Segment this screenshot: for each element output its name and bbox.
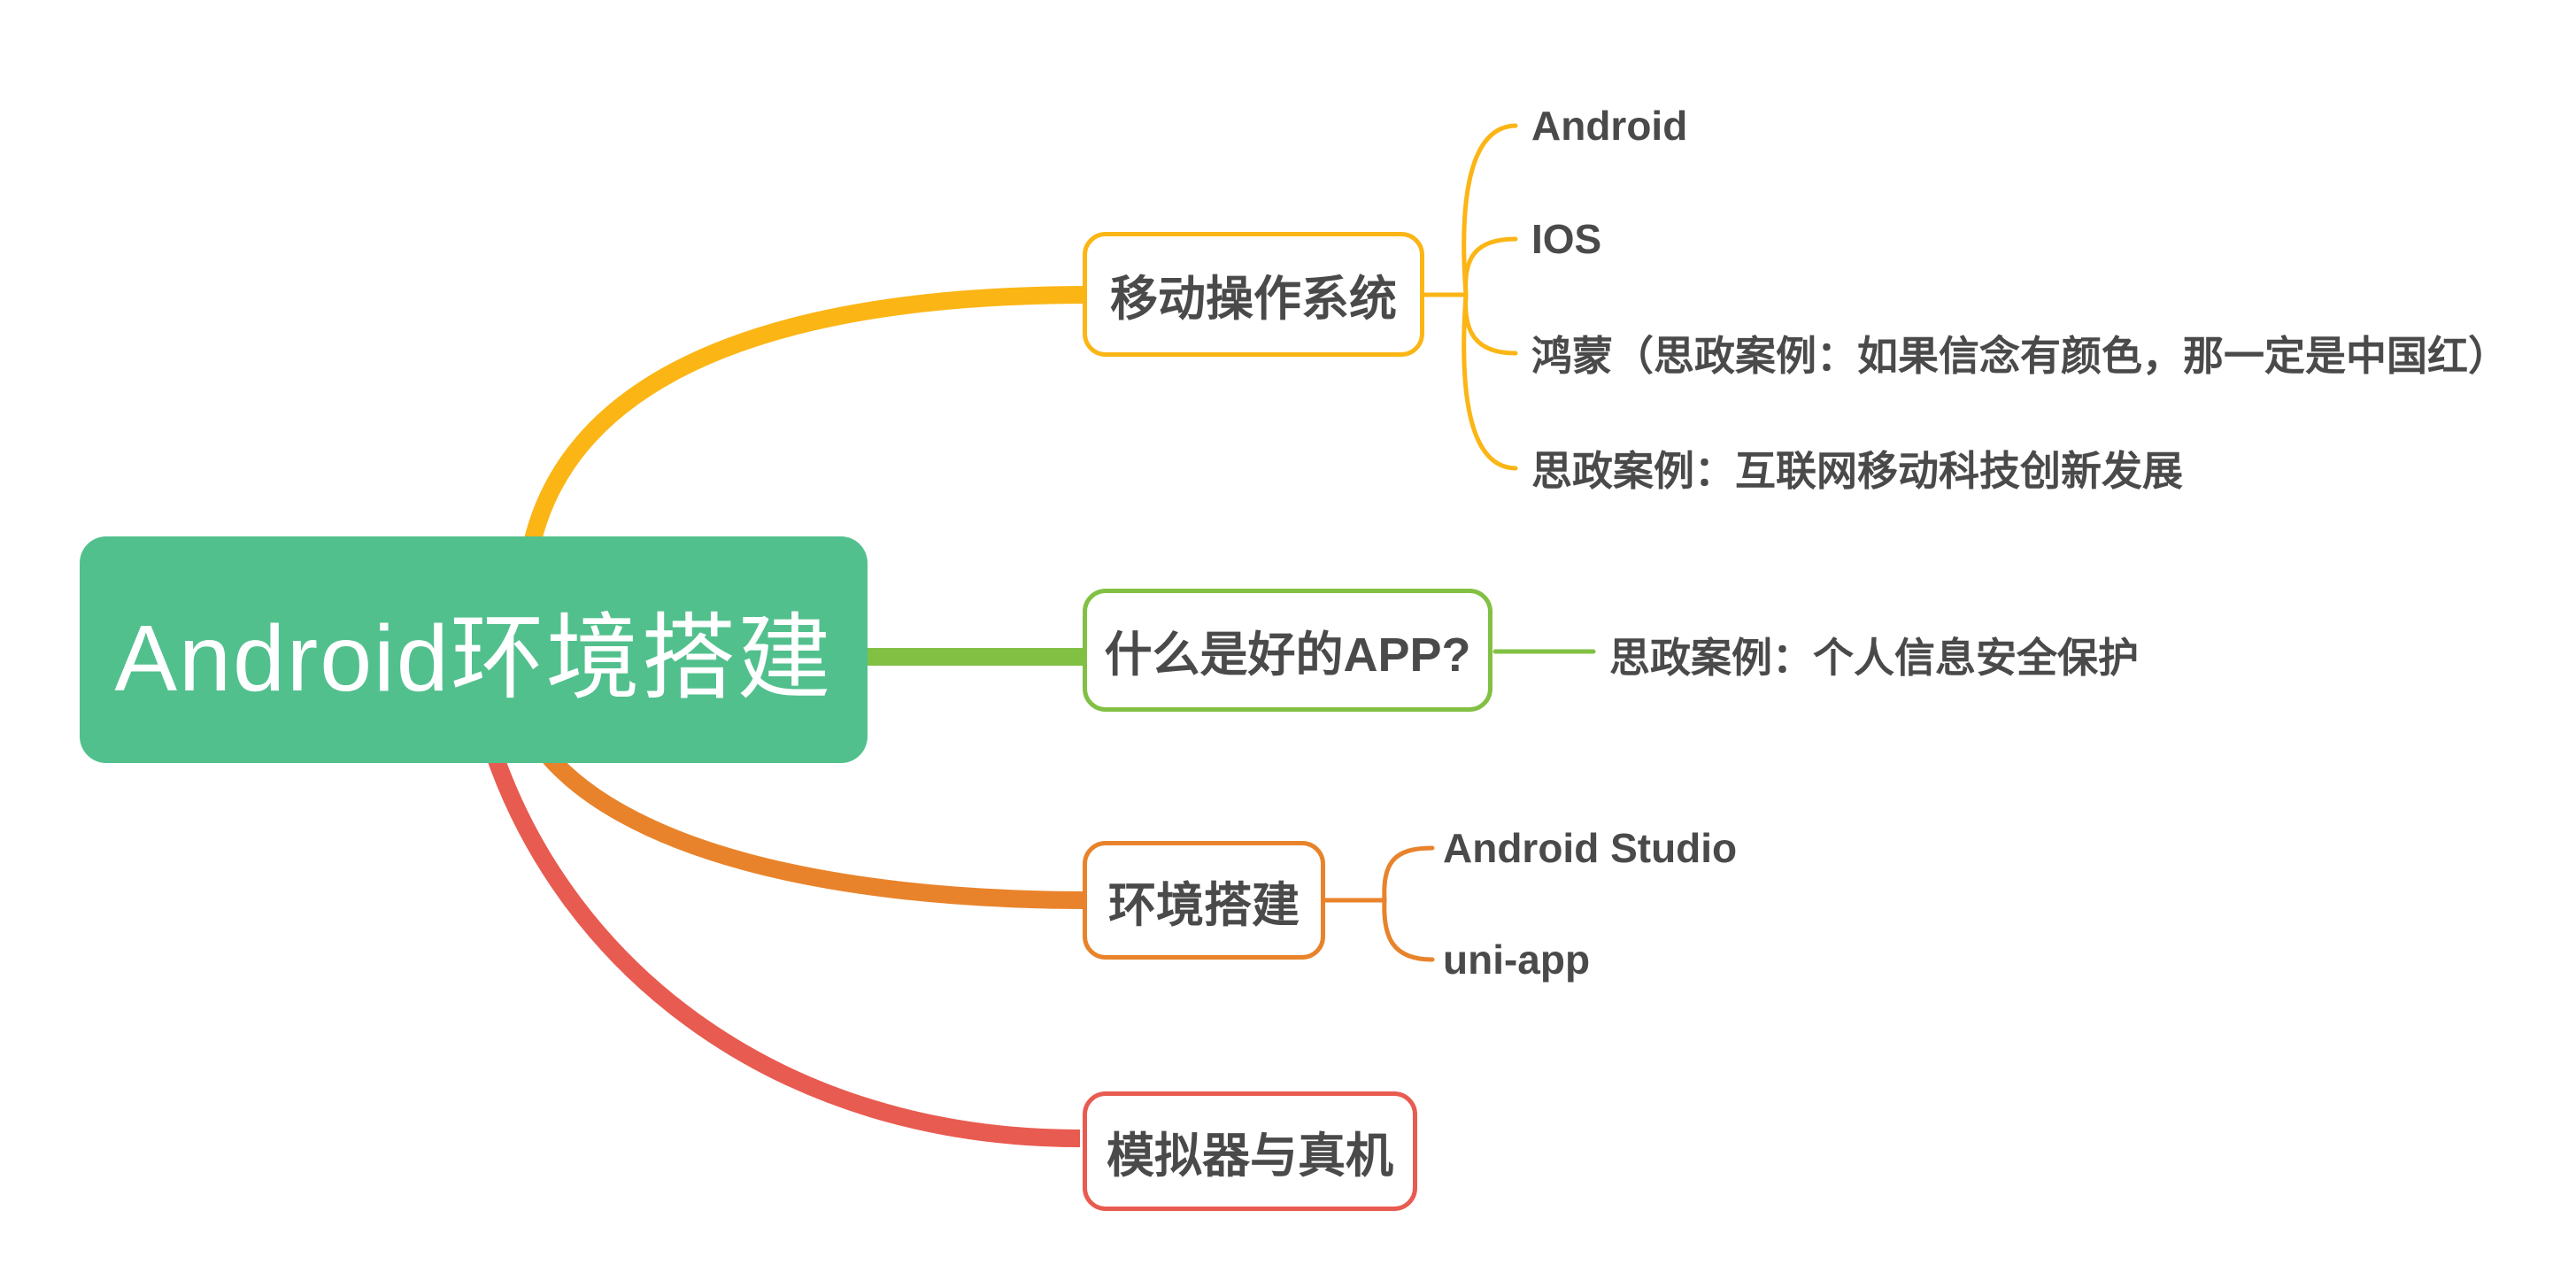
subtopic-android-studio[interactable]: Android Studio [1443, 825, 1738, 871]
connector-child-android [1462, 123, 1518, 297]
connector-child-sz-tech [1462, 292, 1518, 471]
subtopic-ios[interactable]: IOS [1531, 216, 1602, 262]
branch-topic-emulator[interactable]: 模拟器与真机 [1083, 1091, 1417, 1211]
subtopic-harmonyos[interactable]: 鸿蒙（思政案例：如果信念有颜色，那一定是中国红） [1531, 333, 2509, 379]
connector-child-ios [1463, 236, 1518, 297]
curve-root-to-emulator [483, 744, 1081, 1147]
subtopic-android[interactable]: Android [1531, 103, 1688, 149]
root-topic[interactable]: Android环境搭建 [80, 536, 868, 763]
branch-topic-env-setup[interactable]: 环境搭建 [1083, 841, 1325, 960]
subtopic-sz-case-internet-tech[interactable]: 思政案例：互联网移动科技创新发展 [1531, 448, 2183, 494]
connector-child-android-studio [1382, 845, 1435, 903]
branch-topic-mobile-os[interactable]: 移动操作系统 [1083, 232, 1424, 357]
subtopic-sz-case-privacy[interactable]: 思政案例：个人信息安全保护 [1609, 635, 2139, 681]
subtopic-uni-app[interactable]: uni-app [1443, 937, 1591, 983]
curve-root-to-env-setup [535, 742, 1091, 909]
branch-topic-good-app[interactable]: 什么是好的APP? [1083, 589, 1492, 712]
connector-child-uniapp [1382, 898, 1435, 962]
curve-root-to-mobile-os [519, 286, 1091, 568]
connector-child-harmony [1463, 292, 1518, 356]
